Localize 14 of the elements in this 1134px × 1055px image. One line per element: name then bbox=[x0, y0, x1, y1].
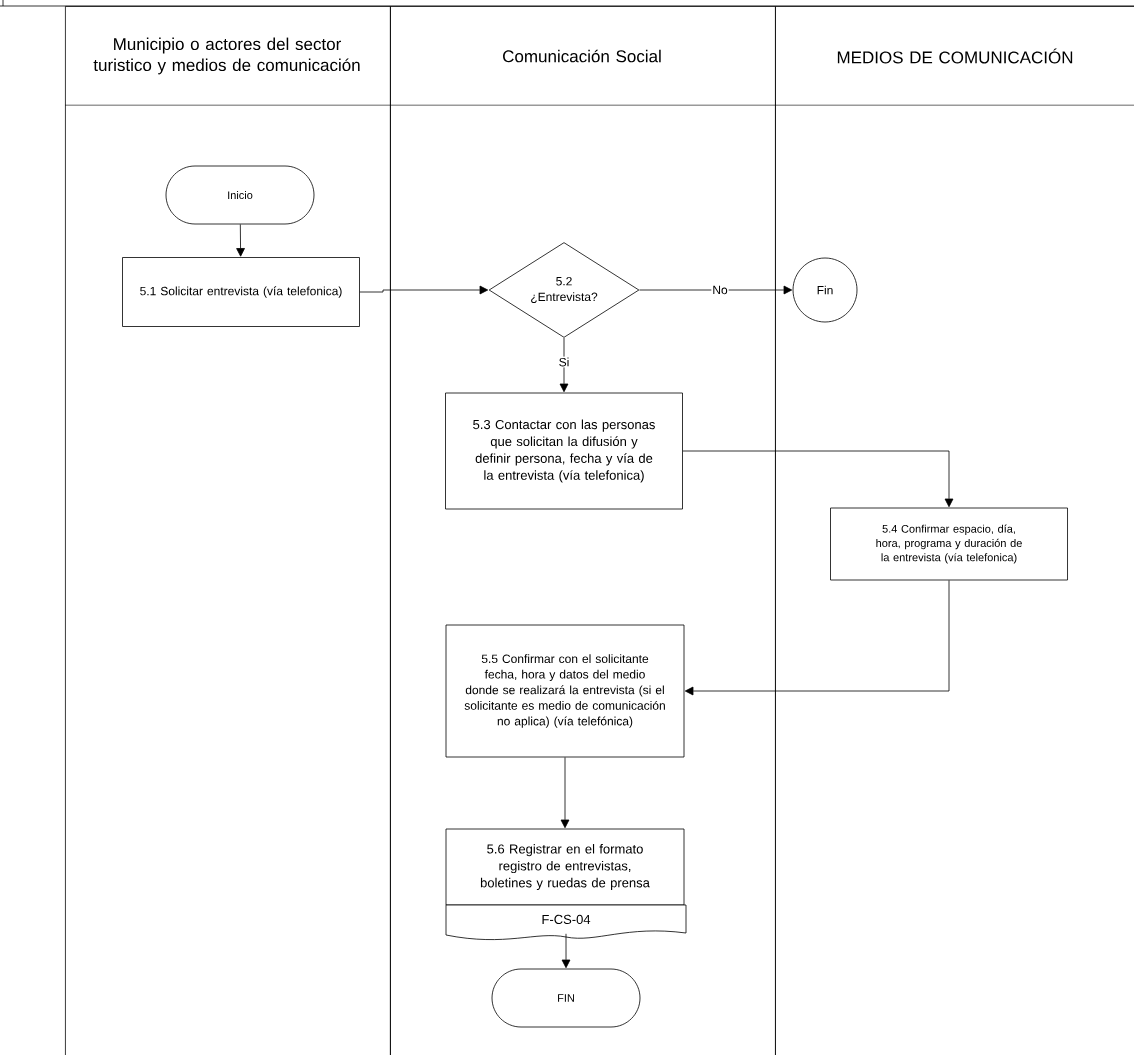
edge-label: Si bbox=[557, 356, 571, 368]
arrow bbox=[560, 757, 570, 829]
arrow bbox=[684, 580, 950, 696]
process-box: 5.5 Confirmar con el solicitante fecha, hora y datos del medio donde se realizará la entrevista (si el solicitante es medio de comunicación no aplica) (vía telefónica) bbox=[445, 624, 685, 758]
arrow bbox=[359, 285, 489, 295]
arrow bbox=[559, 337, 569, 393]
process-box: 5.4 Confirmar espacio, día, hora, programa y duración de la entrevista (vía telefonica) bbox=[830, 507, 1068, 581]
arrow bbox=[561, 933, 571, 969]
edge-label: No bbox=[711, 284, 729, 296]
process-box: 5.3 Contactar con las personas que solicitan la difusión y definir persona, fecha y vía de la entrevista (vía telefonica) bbox=[445, 392, 683, 510]
arrow bbox=[236, 224, 245, 257]
process-box: 5.1 Solicitar entrevista (vía telefonica) bbox=[122, 257, 360, 327]
arrow bbox=[682, 450, 954, 508]
arrow bbox=[639, 285, 793, 295]
